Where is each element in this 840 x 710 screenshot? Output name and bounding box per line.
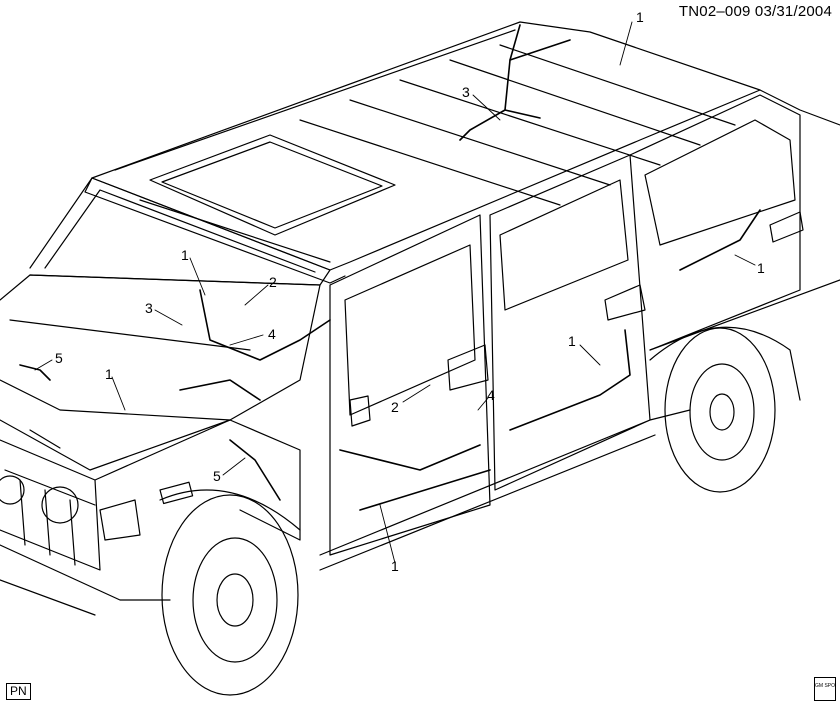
document-id-date: TN02–009 03/31/2004 [678, 3, 832, 20]
body-harness-front [339, 444, 481, 471]
callout-label: 3 [462, 84, 470, 100]
callout-label: 1 [636, 9, 644, 25]
front-door [329, 214, 491, 556]
callout-label: 3 [145, 300, 153, 316]
rear-door [489, 154, 651, 491]
gm-spo-logo: GM SPO [814, 677, 836, 701]
callout-label: 4 [487, 387, 495, 403]
callout-label: 5 [55, 350, 63, 366]
callout-label: 1 [568, 333, 576, 349]
dash-harness [199, 289, 331, 361]
callout-label: 2 [391, 399, 399, 415]
callout-label: 1 [181, 247, 189, 263]
callout-label: 1 [391, 558, 399, 574]
rear-wheel [664, 327, 776, 493]
callout-label: 2 [269, 274, 277, 290]
front-wheel [161, 494, 299, 696]
body-harness-rear [509, 329, 631, 431]
callout-label: 1 [757, 260, 765, 276]
roof-outline [91, 21, 840, 179]
callout-label: 5 [213, 468, 221, 484]
roof-harness [459, 24, 521, 141]
sunroof [149, 134, 396, 236]
windshield [29, 177, 331, 286]
logo-text: GM SPO [815, 683, 836, 689]
hood [0, 274, 321, 421]
callout-labels: 1 2 3 4 5 1 1 1 1 2 3 4 5 1 [55, 9, 765, 574]
callout-label: 1 [105, 366, 113, 382]
callout-label: 4 [268, 326, 276, 342]
pn-label: PN [6, 683, 31, 700]
